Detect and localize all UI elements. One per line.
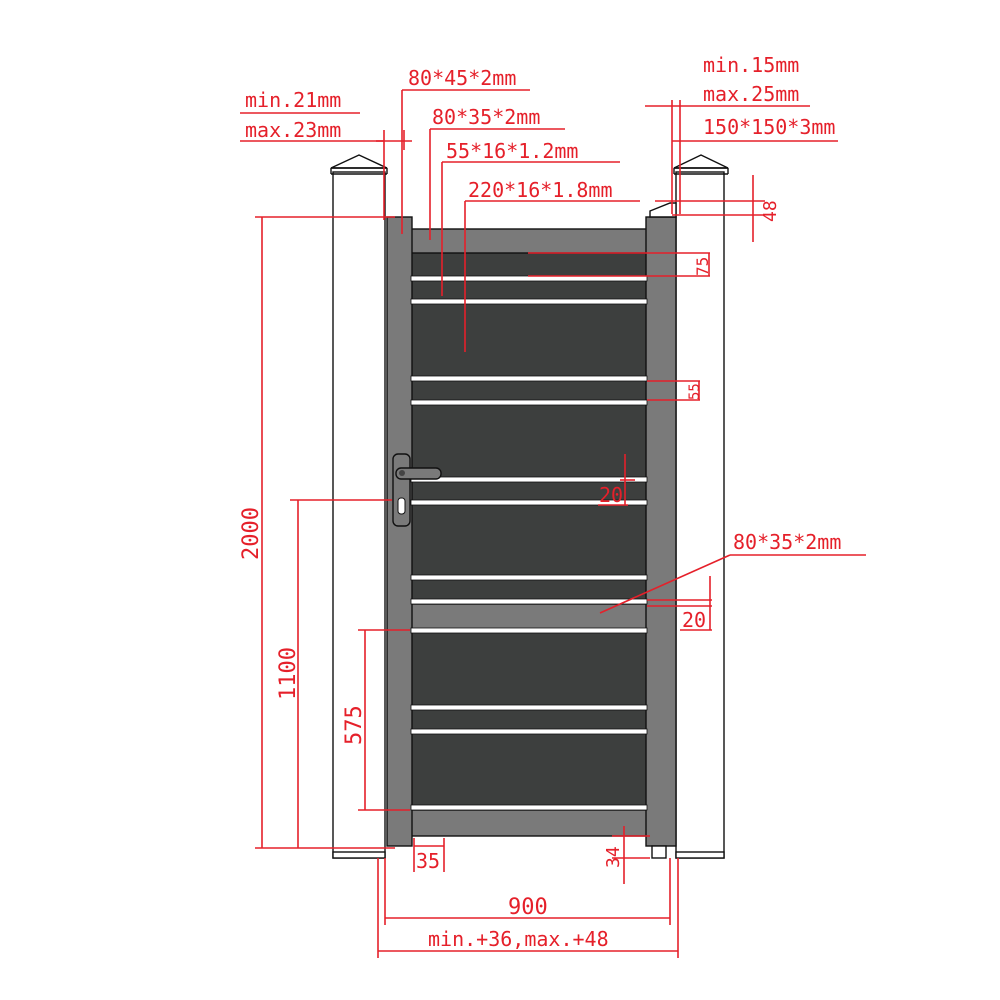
hinge-bottom: [651, 845, 667, 859]
label-ground-clearance: 34: [603, 846, 624, 868]
dimension-lines: [240, 89, 866, 958]
label-handle-height: 1100: [276, 647, 301, 700]
handle-plate: [392, 453, 411, 527]
label-slat-height: 55: [687, 383, 703, 400]
label-post-gap-max: max.23mm: [245, 118, 341, 142]
hinge-top: [649, 202, 677, 218]
slat-gap: [410, 728, 648, 735]
label-top-rail-height: 75: [693, 257, 712, 276]
slat-gap: [410, 298, 648, 305]
label-slat-spacing-upper: 20: [599, 483, 623, 507]
label-slat-large-profile: 220*16*1.8mm: [468, 178, 613, 202]
gate-infill: [411, 230, 647, 836]
label-slat-small-profile: 55*16*1.2mm: [446, 139, 578, 163]
slat-gap: [410, 476, 648, 483]
label-mid-rail-profile: 80*35*2mm: [733, 530, 841, 554]
label-post-profile: 150*150*3mm: [703, 115, 835, 139]
slat-gap: [410, 804, 648, 811]
right-stile: [645, 216, 677, 847]
label-overall-width: min.+36,max.+48: [428, 927, 609, 951]
slat-gap: [410, 499, 648, 506]
door-handle: [392, 453, 442, 527]
gate-frame: [386, 202, 677, 859]
label-frame-profile: 80*45*2mm: [408, 66, 516, 90]
label-total-height: 2000: [239, 507, 264, 560]
slat-gap: [410, 375, 648, 382]
keyhole-icon: [397, 497, 406, 515]
slat-gaps: [410, 275, 648, 811]
label-lower-panel-height: 575: [342, 705, 367, 745]
label-slat-spacing-lower: 20: [682, 608, 706, 632]
slat-gap: [410, 598, 648, 605]
top-rail: [410, 228, 648, 254]
slat-gap: [410, 399, 648, 406]
slat-gap: [410, 704, 648, 711]
dimension-labels: min.21mm max.23mm 80*45*2mm 80*35*2mm 55…: [239, 53, 841, 951]
label-gate-width: 900: [508, 895, 548, 920]
label-hinge-gap-min: min.15mm: [703, 53, 799, 77]
right-post: [673, 154, 729, 859]
handle-lever: [395, 467, 442, 480]
bottom-rail: [410, 809, 648, 837]
label-hinge-height: 48: [760, 200, 781, 222]
label-bottom-offset: 35: [416, 849, 440, 873]
left-stile: [386, 216, 413, 847]
slat-gap: [410, 627, 648, 634]
middle-rail: [410, 603, 648, 631]
label-post-gap-min: min.21mm: [245, 88, 341, 112]
left-post: [330, 154, 388, 859]
label-rail-profile: 80*35*2mm: [432, 105, 540, 129]
slat-gap: [410, 574, 648, 581]
label-hinge-gap-max: max.25mm: [703, 82, 799, 106]
